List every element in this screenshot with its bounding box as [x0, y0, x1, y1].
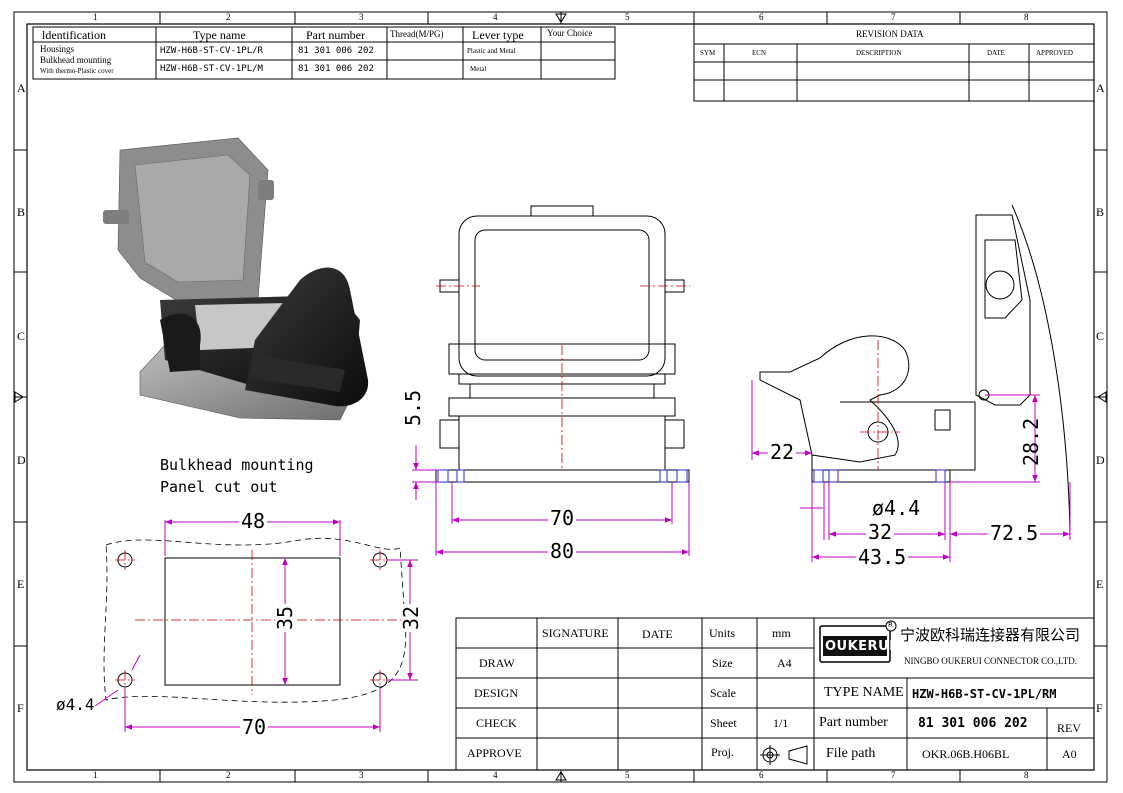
frame-row-c-right: C [1096, 329, 1105, 343]
frame-row-a: A [17, 81, 26, 95]
frame-col-4-bottom: 4 [493, 770, 498, 780]
revision-header-ecn: ECN [752, 49, 766, 57]
tb-units-label: Units [709, 626, 736, 640]
tb-type-name-value: HZW-H6B-ST-CV-1PL/RM [912, 687, 1057, 701]
frame-row-e-right: E [1096, 577, 1104, 591]
side-view [759, 204, 1071, 536]
frame-col-1-bottom: 1 [93, 770, 98, 780]
caption-bulkhead: Bulkhead mounting [160, 456, 314, 474]
tb-approve: APPROVE [467, 746, 522, 760]
ident-header-identification: ldentification [42, 28, 106, 42]
ident-header-thread: Thread(M/PG) [390, 29, 444, 39]
ident-row2-type: HZW-H6B-ST-CV-1PL/M [160, 64, 263, 74]
tb-rev-value: A0 [1062, 747, 1077, 761]
dim-side-22: 22 [768, 440, 797, 464]
tb-units-value: mm [772, 626, 791, 640]
frame-col-5: 5 [625, 12, 630, 22]
ident-row1-part: 81 301 006 202 [298, 46, 374, 56]
frame-col-6-bottom: 6 [759, 770, 764, 780]
frame-row-d: D [17, 453, 26, 467]
tb-rev-label: REV [1057, 721, 1081, 735]
tb-proj-label: Proj. [711, 745, 735, 759]
ident-header-your-choice: Your Choice [547, 28, 593, 38]
tb-file-path-value: OKR.06B.H06BL [922, 747, 1010, 761]
front-view [435, 205, 690, 483]
tb-signature-header: SIGNATURE [542, 626, 609, 640]
ident-row2-part: 81 301 006 202 [298, 64, 374, 74]
dim-side-hole: ø4.4 [872, 496, 921, 520]
dim-front-80: 80 [548, 539, 577, 563]
dim-cut-35: 35 [273, 603, 297, 632]
ident-header-lever-type: Lever type [472, 28, 524, 42]
tb-part-number-value: 81 301 006 202 [918, 716, 1028, 731]
tb-part-number-label: Part number [819, 715, 888, 730]
ident-line-cover: With thermo-Plastic cover [40, 67, 114, 75]
revision-header-date: DATE [987, 49, 1005, 57]
frame-row-e: E [17, 577, 25, 591]
frame-row-f: F [17, 701, 24, 715]
frame-col-3-bottom: 3 [359, 770, 364, 780]
tb-date-header: DATE [642, 627, 673, 641]
product-photo [103, 137, 369, 421]
frame-col-6: 6 [759, 12, 764, 22]
tb-type-name-label: TYPE NAME [824, 685, 904, 700]
ident-header-type-name: Type name [193, 28, 246, 42]
logo-text: OUKERUI [825, 639, 895, 654]
logo-mark: R [888, 621, 893, 629]
dim-cut-70: 70 [240, 715, 269, 739]
frame-col-7: 7 [891, 12, 896, 22]
tb-file-path-label: File path [826, 746, 876, 761]
frame-row-f-right: F [1096, 701, 1103, 715]
revision-header-sym: SYM [700, 49, 716, 57]
frame-row-a-right: A [1096, 81, 1105, 95]
company-logo [819, 620, 897, 663]
revision-header-description: DESCRIPTION [856, 49, 902, 57]
dim-side-28: 28.2 [1019, 417, 1043, 466]
dim-side-72: 72.5 [988, 521, 1041, 545]
tb-size-label: Size [712, 656, 733, 670]
tb-sheet-label: Sheet [710, 716, 737, 730]
panel-cutout [103, 537, 407, 703]
tb-sheet-value: 1/1 [773, 716, 789, 730]
revision-title: REVISION DATA [856, 29, 924, 39]
frame-col-8: 8 [1024, 12, 1029, 22]
dim-side-32: 32 [866, 520, 895, 544]
ident-header-part-number: Part number [306, 28, 365, 42]
dim-cut-48: 48 [239, 509, 268, 533]
frame-row-d-right: D [1096, 453, 1105, 467]
caption-panel-cutout: Panel cut out [160, 478, 278, 496]
ident-row1-type: HZW-H6B-ST-CV-1PL/R [160, 46, 263, 56]
dim-front-height: 5.5 [401, 389, 425, 426]
ident-row1-lever: Plastic and Metal [467, 47, 516, 55]
tb-size-value: A4 [777, 656, 792, 670]
dim-cut-32: 32 [399, 603, 423, 632]
dim-cut-hole: ø4.4 [56, 695, 95, 714]
frame-col-4: 4 [493, 12, 498, 22]
frame-row-b-right: B [1096, 205, 1105, 219]
frame-col-5-bottom: 5 [625, 770, 630, 780]
ident-line-bulkhead: Bulkhead mounting [40, 55, 112, 65]
frame-row-c: C [17, 329, 26, 343]
dim-front-70: 70 [548, 506, 577, 530]
revision-header-approved: APPROVED [1036, 49, 1073, 57]
tb-draw: DRAW [479, 656, 515, 670]
frame-col-1: 1 [93, 12, 98, 22]
tb-scale-label: Scale [710, 686, 736, 700]
tb-design: DESIGN [474, 686, 518, 700]
ident-line-housings: Housings [40, 44, 75, 54]
company-name-en: NINGBO OUKERUI CONNECTOR CO.,LTD. [904, 656, 1078, 666]
frame-col-2-bottom: 2 [226, 770, 231, 780]
frame-row-b: B [17, 205, 26, 219]
dim-side-43: 43.5 [856, 545, 909, 569]
frame-col-8-bottom: 8 [1024, 770, 1029, 780]
frame-col-2: 2 [226, 12, 231, 22]
ident-row2-lever: Metal [470, 65, 487, 73]
tb-check: CHECK [476, 716, 517, 730]
frame-col-7-bottom: 7 [891, 770, 896, 780]
frame-col-3: 3 [359, 12, 364, 22]
company-name-cn: 宁波欧科瑞连接器有限公司 [900, 626, 1081, 644]
